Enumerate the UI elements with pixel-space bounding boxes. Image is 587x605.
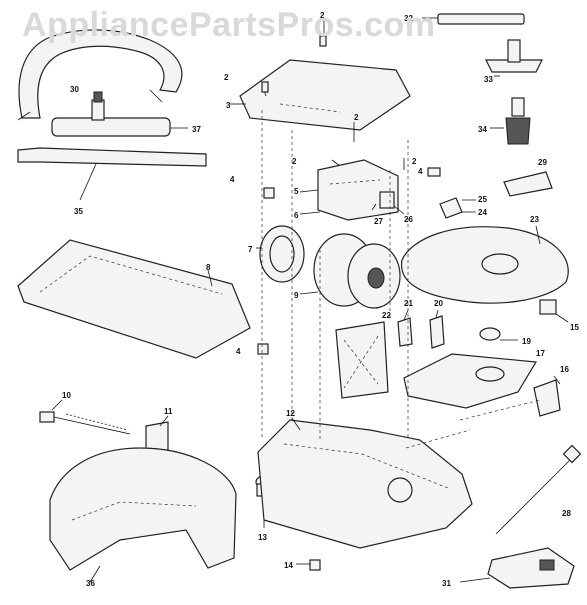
- part-clips-4[interactable]: [257, 167, 441, 355]
- part-latch-26-27[interactable]: [371, 191, 405, 215]
- part-dust-bag[interactable]: [403, 353, 538, 409]
- callout-2: 2: [292, 157, 297, 166]
- callout-9: 9: [294, 291, 299, 300]
- callout-15: 15: [570, 323, 579, 332]
- callout-31: 31: [442, 579, 451, 588]
- part-floor-brush[interactable]: [51, 91, 188, 137]
- part-filter-ring[interactable]: [256, 225, 305, 283]
- callout-3: 3: [226, 101, 231, 110]
- part-motor-cover[interactable]: [299, 159, 399, 221]
- callout-30: 30: [70, 85, 79, 94]
- callout-28: 28: [562, 509, 571, 518]
- callout-23: 23: [530, 215, 539, 224]
- callout-32: 32: [404, 14, 413, 23]
- callout-25: 25: [478, 195, 487, 204]
- part-wand[interactable]: [17, 147, 207, 201]
- part-bracket-16[interactable]: [533, 375, 561, 417]
- callout-19: 19: [522, 337, 531, 346]
- part-clip-14[interactable]: [296, 559, 321, 571]
- callout-21: 21: [404, 299, 413, 308]
- callout-29: 29: [538, 158, 547, 167]
- callout-10: 10: [62, 391, 71, 400]
- part-cord-bracket[interactable]: [145, 415, 169, 453]
- alignment-lines: [261, 110, 541, 449]
- callout-12: 12: [286, 409, 295, 418]
- callout-7: 7: [248, 245, 253, 254]
- callout-24: 24: [478, 208, 487, 217]
- part-plate-15[interactable]: [539, 299, 569, 323]
- callout-13: 13: [258, 533, 267, 542]
- part-power-cord[interactable]: [39, 399, 131, 435]
- callout-11: 11: [164, 407, 173, 416]
- part-motor[interactable]: [299, 233, 401, 309]
- part-upper-lid[interactable]: [400, 225, 569, 304]
- part-screws[interactable]: [261, 20, 405, 170]
- part-crevice-tool[interactable]: [495, 444, 582, 535]
- callout-2: 2: [354, 113, 359, 122]
- callout-35: 35: [74, 207, 83, 216]
- part-power-nozzle[interactable]: [459, 547, 575, 589]
- callout-22: 22: [382, 311, 391, 320]
- part-handle-strip[interactable]: [422, 13, 525, 25]
- callout-14: 14: [284, 561, 293, 570]
- callout-16: 16: [560, 365, 569, 374]
- part-hose[interactable]: [17, 29, 183, 121]
- part-latch-24-25[interactable]: [439, 197, 476, 219]
- part-top-cover[interactable]: [230, 59, 411, 131]
- callout-2: 2: [412, 157, 417, 166]
- callout-2: 2: [224, 73, 229, 82]
- part-lower-housing[interactable]: [257, 417, 473, 549]
- callout-37: 37: [192, 125, 201, 134]
- callout-4: 4: [418, 167, 423, 176]
- part-filter-pad[interactable]: [503, 171, 553, 197]
- callout-20: 20: [434, 299, 443, 308]
- callout-6: 6: [294, 211, 299, 220]
- callout-26: 26: [404, 215, 413, 224]
- part-seal-19[interactable]: [479, 327, 518, 341]
- callout-17: 17: [536, 349, 545, 358]
- callout-8: 8: [206, 263, 211, 272]
- callout-34: 34: [478, 125, 487, 134]
- callout-2: 2: [320, 11, 325, 20]
- callout-5: 5: [294, 187, 299, 196]
- part-dusting-brush[interactable]: [490, 97, 531, 145]
- callout-36: 36: [86, 579, 95, 588]
- part-screen-filter[interactable]: [335, 321, 389, 399]
- part-clip-20-21[interactable]: [397, 309, 445, 349]
- part-bumper[interactable]: [49, 447, 237, 583]
- callout-4: 4: [230, 175, 235, 184]
- part-base-plate[interactable]: [17, 239, 251, 359]
- callout-33: 33: [484, 75, 493, 84]
- part-upholstery-tool[interactable]: [485, 39, 543, 77]
- callout-27: 27: [374, 217, 383, 226]
- callout-4: 4: [236, 347, 241, 356]
